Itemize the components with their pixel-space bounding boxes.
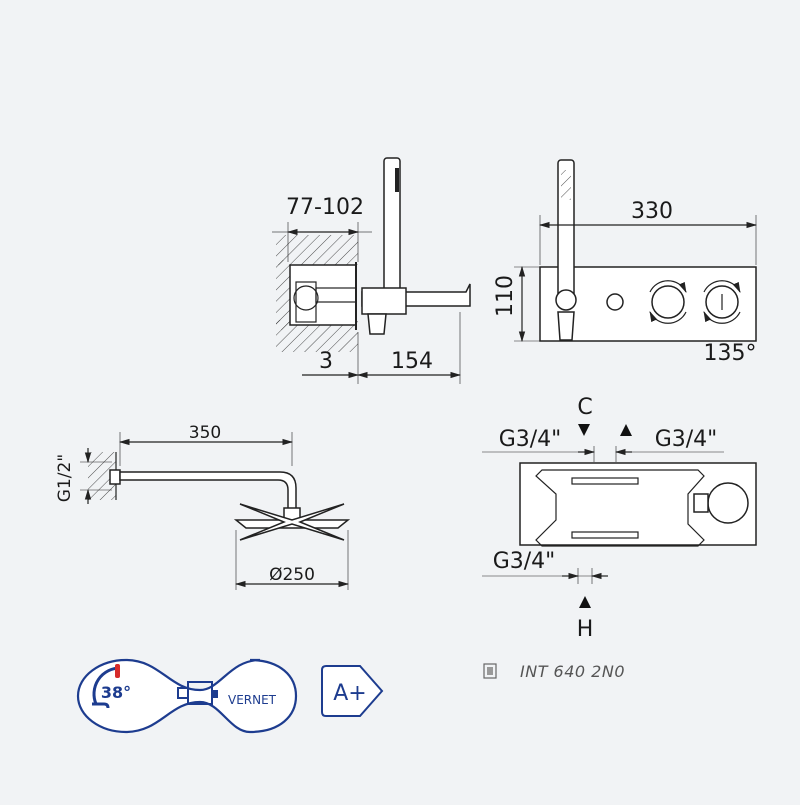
- valve-icon: [177, 681, 218, 705]
- shower-arm-view: 350 G1/2" Ø250: [55, 423, 351, 590]
- hot-out-arrow-icon: [620, 424, 632, 436]
- hot-arrow-icon: [579, 596, 591, 608]
- arm-length-dimension: 350: [189, 423, 221, 443]
- diverter-knob: [367, 313, 387, 335]
- top-left-thread-label: G3/4": [499, 427, 562, 452]
- shower-head: [233, 503, 351, 541]
- box-knob: [707, 482, 749, 524]
- connection-box-view: G3/4" G3/4" C G3/4" H: [482, 395, 757, 642]
- brand-label: VERNET: [228, 693, 277, 707]
- cold-label: C: [577, 395, 592, 420]
- valve-body: [289, 264, 357, 326]
- thermostatic-badge: 38° VERNET: [76, 658, 298, 734]
- spout-base: [361, 287, 407, 315]
- energy-badge: A+: [321, 665, 384, 717]
- top-right-thread-label: G3/4": [655, 427, 718, 452]
- energy-class-label: A+: [333, 681, 366, 706]
- temperature-label: 38°: [101, 683, 131, 702]
- thread-dimension: G1/2": [55, 454, 75, 502]
- wall-hatch-left: [276, 260, 290, 330]
- shower-holder: [555, 289, 577, 311]
- depth-dimension: 77-102: [286, 195, 364, 220]
- offset-dimension: 3: [319, 349, 333, 374]
- box-frame: [535, 469, 705, 547]
- rotation-label: 135°: [704, 341, 757, 366]
- product-code: INT 640 2N0: [520, 662, 625, 681]
- flow-knob: [651, 285, 685, 319]
- spout-dimension: 154: [391, 349, 433, 374]
- product-code-row: INT 640 2N0: [483, 662, 625, 681]
- height-dimension: 110: [493, 275, 518, 317]
- thermometer-icon: [115, 664, 120, 678]
- cold-arrow-icon: [578, 424, 590, 436]
- width-dimension: 330: [631, 199, 673, 224]
- front-view: 330 110 135°: [493, 159, 758, 366]
- bottom-thread-label: G3/4": [493, 549, 556, 574]
- hot-label: H: [577, 617, 594, 642]
- shower-arm: [119, 471, 297, 511]
- chip-icon: [483, 663, 497, 679]
- head-diameter-dimension: Ø250: [269, 565, 315, 585]
- diverter-button: [606, 293, 624, 311]
- side-view: 77-102 3 154: [272, 157, 471, 384]
